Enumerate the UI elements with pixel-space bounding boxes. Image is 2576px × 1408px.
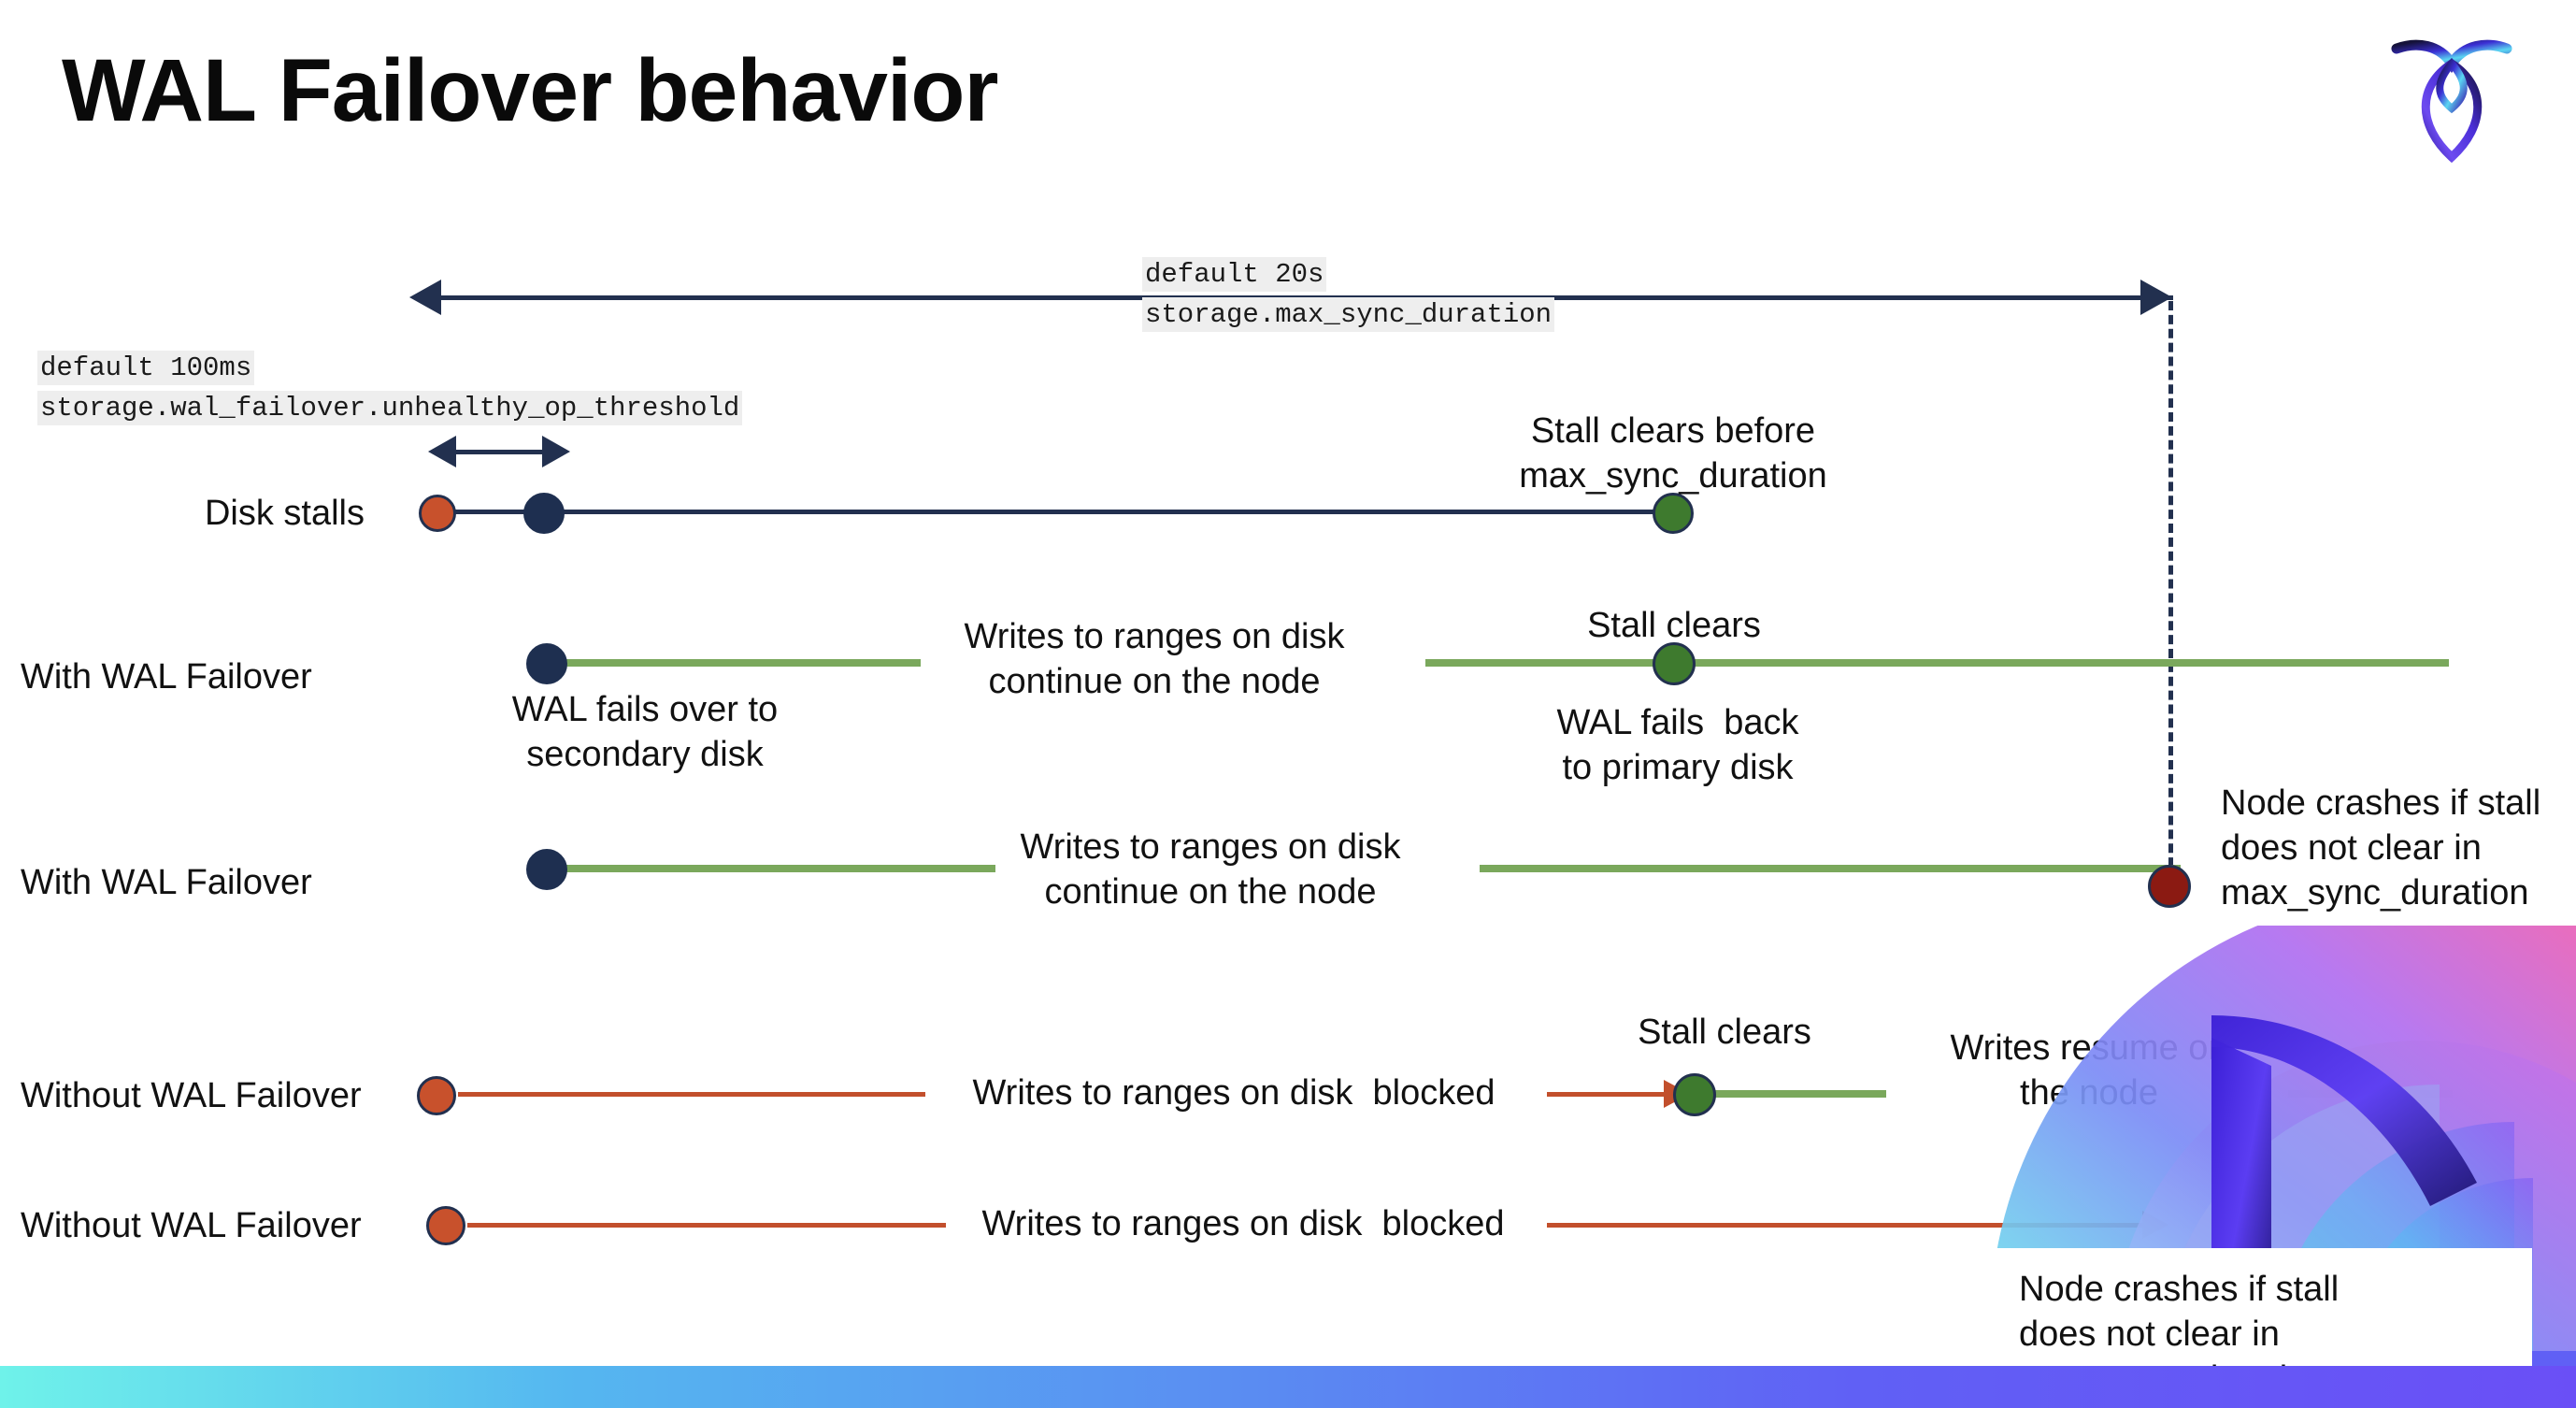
without-wal-clears-clear-dot [1673, 1073, 1716, 1116]
max-sync-duration-code-label: default 20s storage.max_sync_duration [1142, 254, 1555, 335]
wal-failover-crash-dot [2148, 865, 2191, 908]
max-sync-duration-arrow-left-icon [409, 280, 441, 315]
without-wal-clears-track-right [1703, 1090, 1886, 1098]
without-wal-clears-event-note: Stall clears [1638, 1013, 1811, 1052]
disk-stalls-track [439, 510, 1673, 514]
max-sync-duration-default: default 20s [1142, 257, 1327, 292]
without-wal-crash-mid-note: Writes to ranges on disk blocked [981, 1204, 1505, 1243]
row-label-with-wal-failover-clears: With WAL Failover [21, 657, 312, 697]
unhealthy-op-threshold-arrow-left-icon [428, 436, 456, 467]
unhealthy-op-threshold-code-label: default 100ms storage.wal_failover.unhea… [37, 348, 743, 428]
wal-failover-clears-start-dot [526, 643, 567, 684]
unhealthy-op-threshold-default: default 100ms [37, 351, 255, 385]
wal-failover-crash-start-dot [526, 849, 567, 890]
without-wal-clears-track-left [458, 1092, 925, 1097]
wal-failover-clears-start-note: WAL fails over to secondary disk [511, 690, 779, 774]
max-sync-duration-setting: storage.max_sync_duration [1142, 297, 1555, 332]
without-wal-clears-mid-note: Writes to ranges on disk blocked [972, 1073, 1496, 1113]
row-label-disk-stalls: Disk stalls [204, 494, 365, 533]
wal-failover-clears-clear-dot [1653, 642, 1696, 685]
without-wal-crash-track-left [467, 1223, 946, 1228]
max-sync-duration-arrow-right-icon [2140, 280, 2172, 315]
row-label-without-wal-failover-clears: Without WAL Failover [21, 1076, 362, 1115]
wal-failover-crash-track-left [547, 865, 995, 872]
max-sync-duration-guide-line [2168, 301, 2173, 881]
without-wal-clears-start-dot [417, 1076, 456, 1115]
disk-stalls-annotation: Stall clears before max_sync_duration [1519, 411, 1827, 496]
wal-failover-clears-mid-note: Writes to ranges on disk continue on the… [964, 617, 1345, 701]
disk-stalls-clear-dot [1653, 493, 1694, 534]
unhealthy-op-threshold-setting: storage.wal_failover.unhealthy_op_thresh… [37, 391, 743, 425]
without-wal-clears-track-mid [1547, 1092, 1678, 1097]
row-label-with-wal-failover-crash: With WAL Failover [21, 863, 312, 902]
bottom-gradient-bar [0, 1366, 2576, 1408]
page-title: WAL Failover behavior [62, 41, 998, 140]
wal-failover-clears-track-right [1425, 659, 2449, 667]
cockroachdb-logo-icon [2391, 28, 2512, 165]
unhealthy-op-threshold-span-line [455, 450, 544, 454]
without-wal-crash-track-right [1547, 1223, 2159, 1228]
row-label-without-wal-failover-crash: Without WAL Failover [21, 1206, 362, 1245]
wal-failover-clears-track-left [547, 659, 921, 667]
wal-failover-crash-track-right [1480, 865, 2181, 872]
disk-stalls-detect-dot [523, 493, 565, 534]
wal-failover-clears-event-note: Stall clears [1587, 606, 1761, 645]
without-wal-crash-start-dot [426, 1206, 465, 1245]
wal-failover-crash-mid-note: Writes to ranges on disk continue on the… [1020, 827, 1401, 912]
unhealthy-op-threshold-arrow-right-icon [542, 436, 570, 467]
wal-failover-crash-note: Node crashes if stall does not clear in … [2221, 783, 2541, 912]
wal-failover-clears-end-note: WAL fails back to primary disk [1556, 703, 1799, 787]
disk-stalls-start-dot [419, 495, 456, 532]
